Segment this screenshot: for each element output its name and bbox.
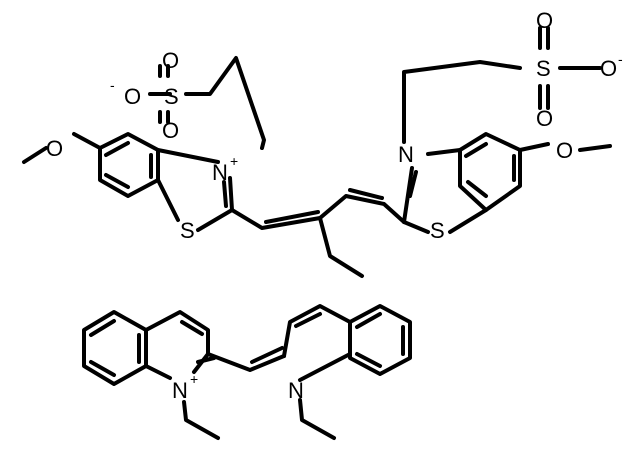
atom-o-minus-left: O: [124, 84, 141, 109]
atom-n-quinoline: N: [288, 378, 304, 403]
atom-s-ring-right: S: [430, 218, 445, 243]
bond-lines: [22, 26, 612, 440]
charge-minus-right: -: [618, 51, 623, 67]
charge-plus-left: +: [230, 153, 238, 169]
atom-o-minus-right: O: [600, 56, 617, 81]
atom-s-sulfonate-left: S: [164, 84, 179, 109]
atom-o-top-left: O: [162, 48, 179, 73]
atom-labels: O - S O O O N + S N S O S O O O - N + N: [46, 8, 623, 403]
atom-n-right: N: [398, 142, 414, 167]
atom-o-methoxy-right: O: [556, 138, 573, 163]
charge-minus-left: -: [110, 77, 115, 93]
atom-s-ring-left: S: [180, 218, 195, 243]
atom-n-plus-left: N: [212, 160, 228, 185]
atom-o-bottom-right: O: [536, 106, 553, 131]
atom-o-bottom-left: O: [162, 118, 179, 143]
charge-plus-quinolinium: +: [190, 371, 198, 387]
atom-o-methoxy-left: O: [46, 136, 63, 161]
atom-n-plus-quinolinium: N: [172, 378, 188, 403]
atom-s-sulfonate-right: S: [536, 56, 551, 81]
atom-o-top-right: O: [536, 8, 553, 33]
